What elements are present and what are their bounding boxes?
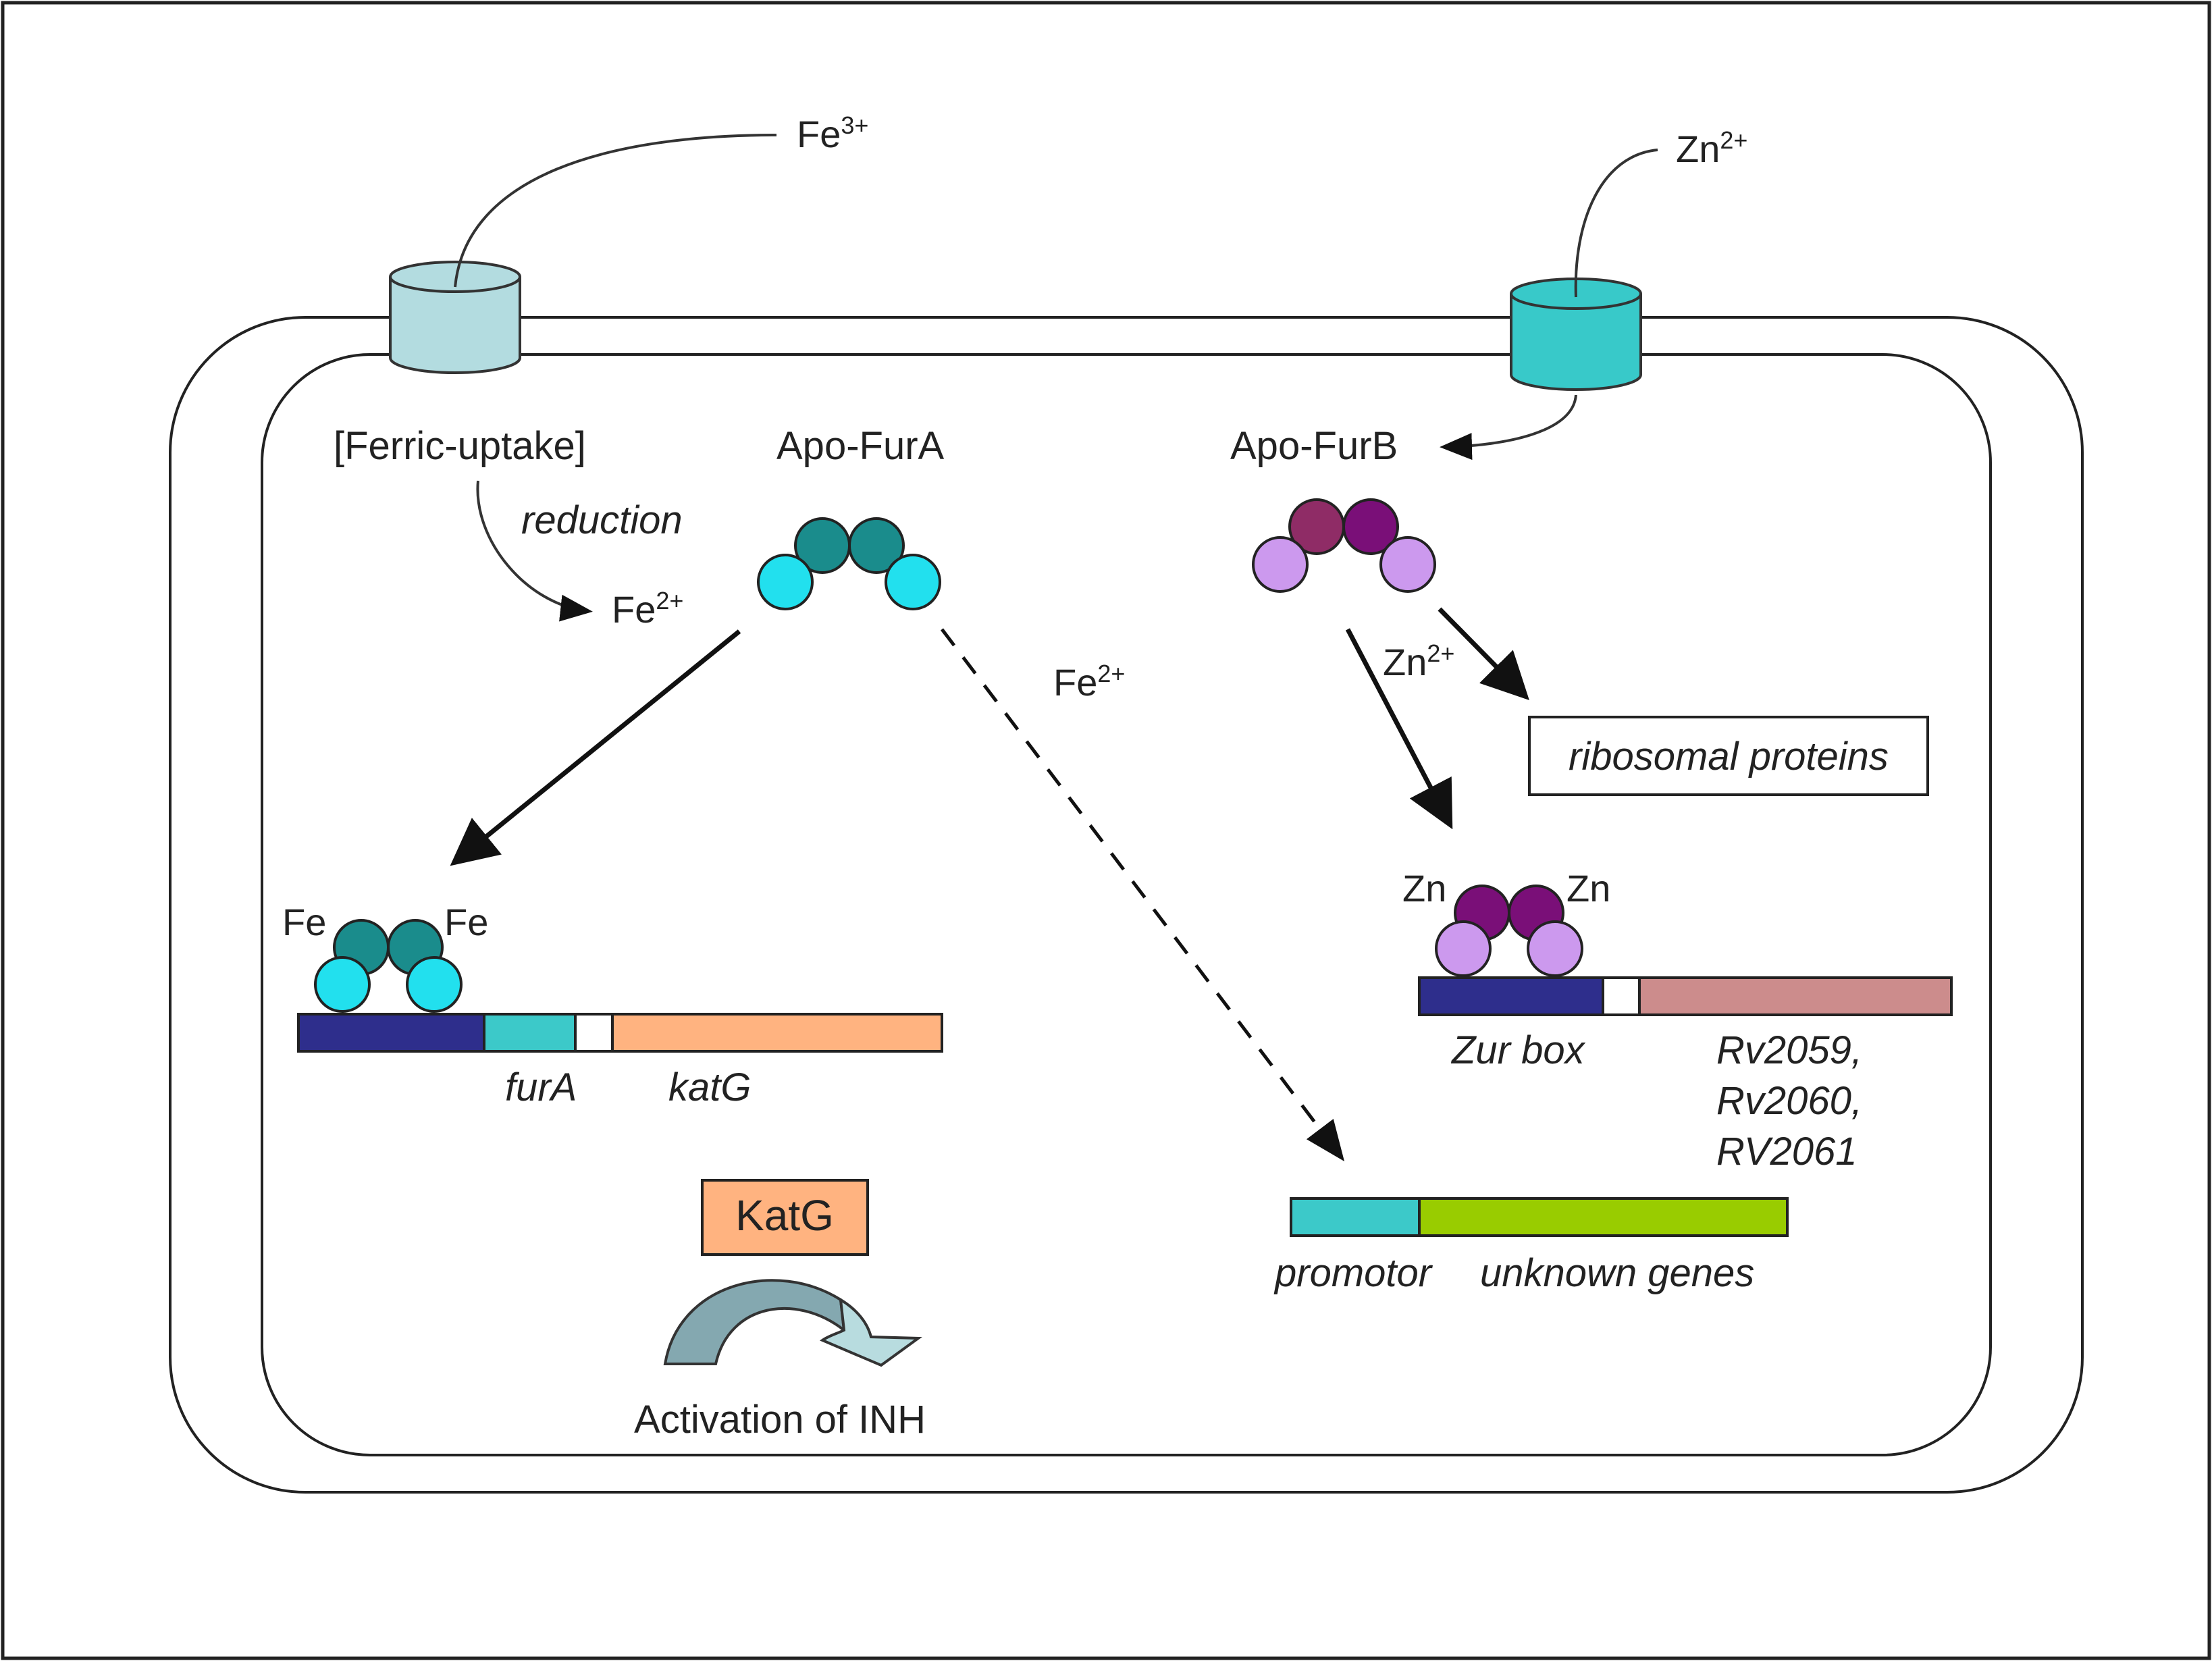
ribosomal-proteins-label: ribosomal proteins bbox=[1569, 735, 1889, 779]
inh-activation-arrow bbox=[663, 1279, 922, 1367]
ferric-uptake-label: [Ferric-uptake] bbox=[334, 424, 586, 468]
fe-fura-protein bbox=[314, 919, 463, 1013]
fe-right-label: Fe bbox=[444, 901, 488, 943]
rv2060-label: Rv2060, bbox=[1716, 1079, 1862, 1123]
zur-box-dna bbox=[1418, 976, 1953, 1016]
zn-to-apofurb-arrow bbox=[1440, 394, 1577, 460]
reduction-label: reduction bbox=[521, 498, 683, 542]
reduction-arrow bbox=[476, 480, 593, 622]
zn-arrow-label: Zn2+ bbox=[1383, 639, 1454, 684]
inner-membrane bbox=[261, 353, 1992, 1456]
apo-fura-protein bbox=[757, 517, 941, 610]
furb-to-zurbox-arrow bbox=[1345, 628, 1453, 830]
fura-dashed-arrow bbox=[941, 628, 1345, 1161]
activation-inh-label: Activation of INH bbox=[634, 1398, 926, 1442]
fura-binding-arrow bbox=[450, 629, 741, 866]
zn-entry-curve bbox=[1574, 149, 1658, 298]
fe-left-label: Fe bbox=[282, 901, 326, 943]
outer-membrane bbox=[169, 316, 2084, 1494]
fe2-label: Fe2+ bbox=[612, 587, 683, 631]
katg-protein-box: KatG bbox=[701, 1179, 869, 1256]
unknown-genes-dna bbox=[1290, 1197, 1789, 1237]
promotor-label: promotor bbox=[1273, 1251, 1433, 1295]
furb-to-ribosomal-arrow bbox=[1438, 607, 1529, 700]
rv2061-label: RV2061 bbox=[1716, 1130, 1858, 1174]
ribosomal-proteins-box: ribosomal proteins bbox=[1528, 716, 1929, 796]
apo-fura-label: Apo-FurA bbox=[776, 424, 945, 468]
fura-katg-dna bbox=[297, 1013, 943, 1053]
zur-box-label: Zur box bbox=[1450, 1028, 1586, 1072]
zn-left-label: Zn bbox=[1402, 867, 1446, 909]
katg-protein-label: KatG bbox=[735, 1191, 834, 1240]
katg-gene-label: katG bbox=[668, 1065, 752, 1109]
apo-furb-label: Apo-FurB bbox=[1230, 424, 1398, 468]
fura-gene-label: furA bbox=[505, 1065, 577, 1109]
zn-entry-label: Zn2+ bbox=[1676, 126, 1747, 171]
rv2059-label: Rv2059, bbox=[1716, 1028, 1862, 1072]
apo-furb-protein bbox=[1252, 498, 1436, 593]
zn-furb-protein bbox=[1435, 885, 1583, 977]
zn-right-label: Zn bbox=[1566, 867, 1610, 909]
fe3-entry-curve bbox=[454, 134, 777, 288]
fe2-mid-label: Fe2+ bbox=[1053, 660, 1125, 704]
unknown-genes-label: unknown genes bbox=[1480, 1251, 1754, 1295]
fe3-label: Fe3+ bbox=[797, 111, 868, 156]
